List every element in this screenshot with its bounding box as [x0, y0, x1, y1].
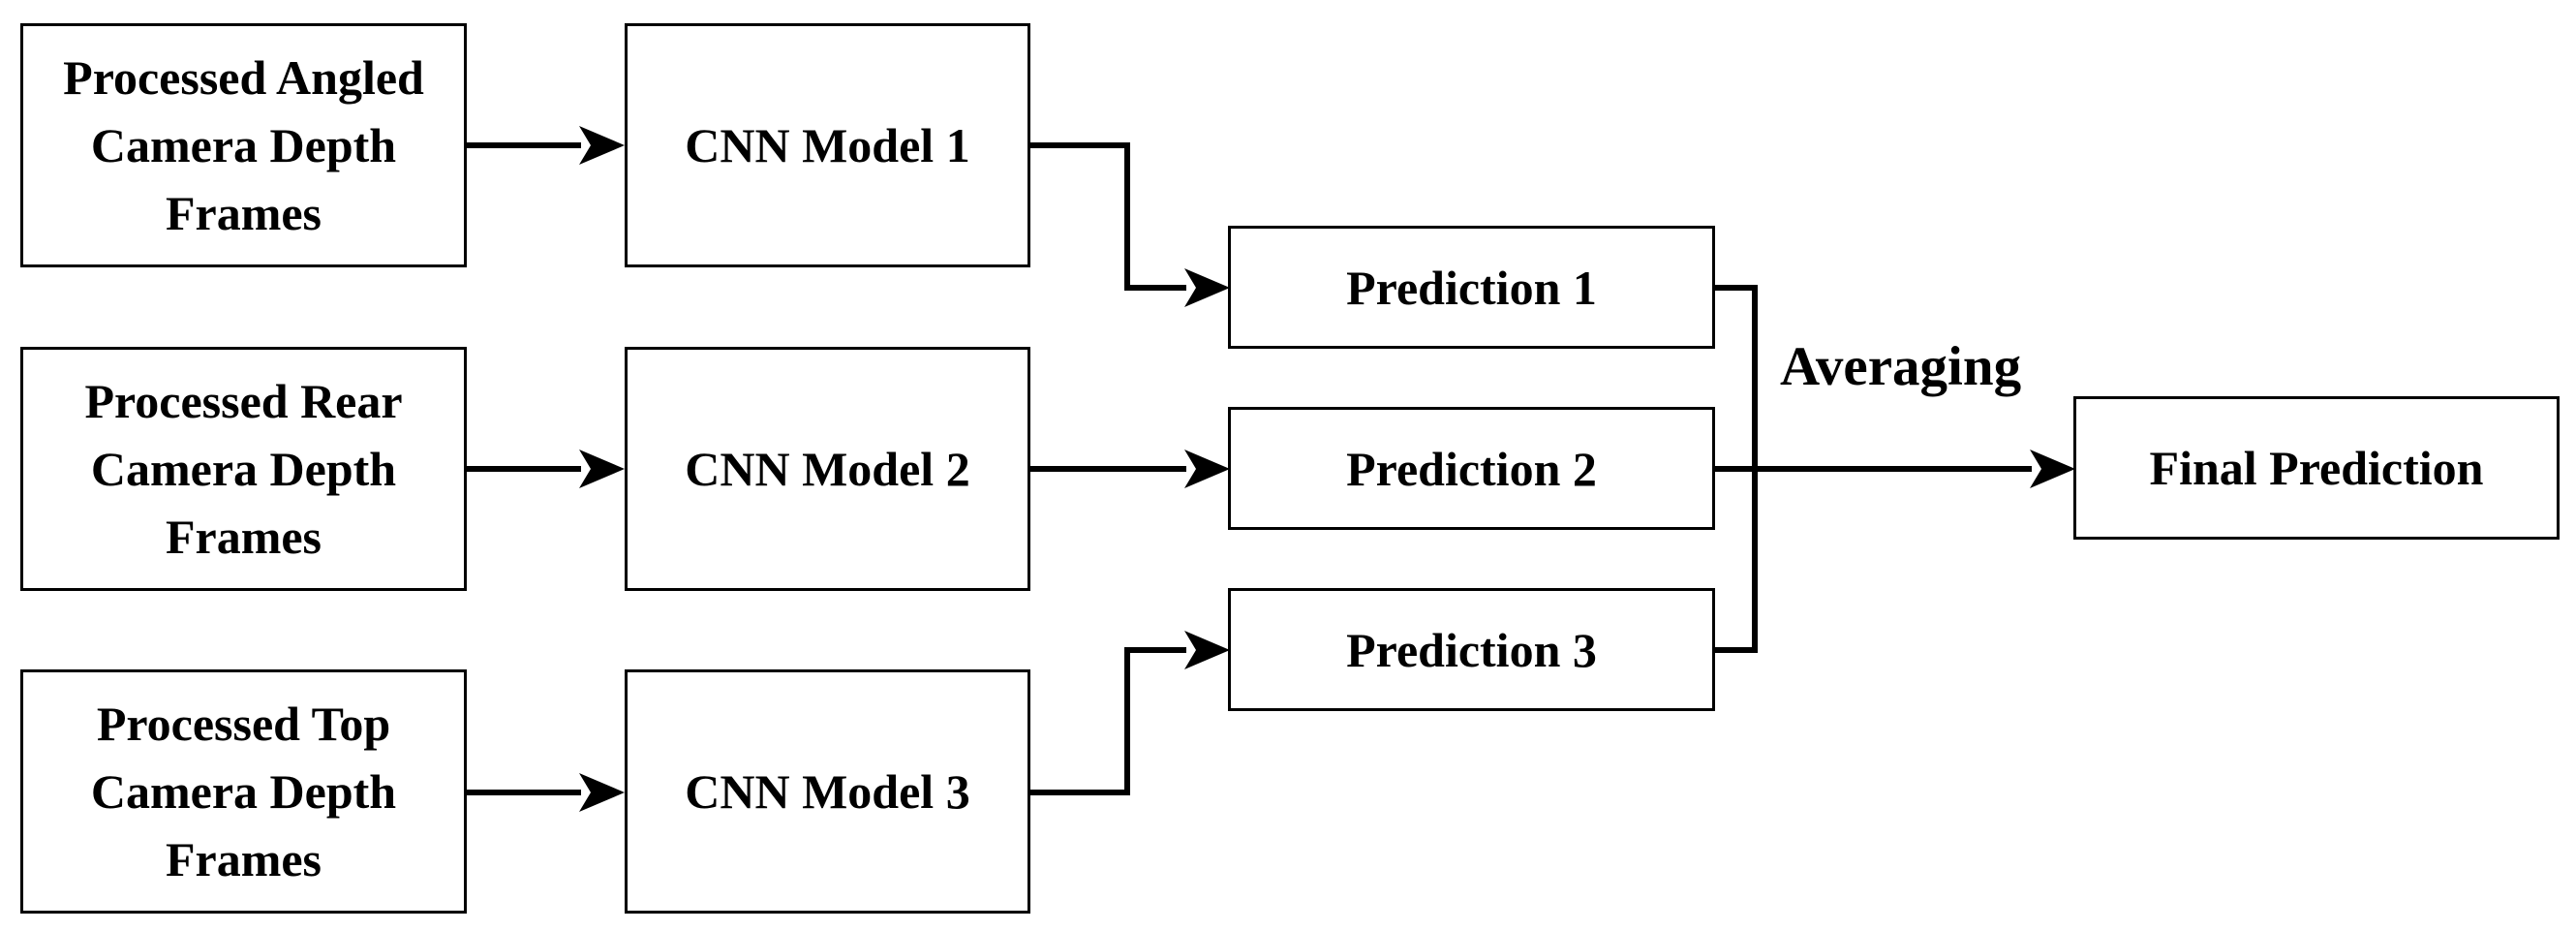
model-box-1: CNN Model 1 — [625, 23, 1030, 267]
averaging-label: Averaging — [1780, 336, 2022, 397]
arrow-input1-to-model1 — [465, 126, 625, 165]
prediction-box-3: Prediction 3 — [1228, 588, 1715, 711]
model-box-3-label: CNN Model 3 — [685, 764, 970, 819]
input-box-rear: Processed Rear Camera Depth Frames — [20, 347, 467, 591]
model-box-2: CNN Model 2 — [625, 347, 1030, 591]
input-box-top-label: Processed Top Camera Depth Frames — [90, 697, 397, 886]
model-box-3: CNN Model 3 — [625, 669, 1030, 914]
input-box-angled-label: Processed Angled Camera Depth Frames — [63, 50, 424, 240]
model-box-2-label: CNN Model 2 — [685, 442, 970, 496]
input-box-angled: Processed Angled Camera Depth Frames — [20, 23, 467, 267]
arrow-input3-to-model3 — [465, 773, 625, 812]
arrow-input2-to-model2 — [465, 450, 625, 488]
input-box-top: Processed Top Camera Depth Frames — [20, 669, 467, 914]
input-box-rear-label: Processed Rear Camera Depth Frames — [84, 374, 403, 564]
arrow-model2-to-prediction2 — [1029, 450, 1230, 488]
arrow-model1-to-prediction1 — [1029, 142, 1230, 307]
prediction-box-2-label: Prediction 2 — [1346, 441, 1597, 496]
arrow-model3-to-prediction3 — [1029, 631, 1230, 795]
prediction-box-1: Prediction 1 — [1228, 226, 1715, 349]
prediction-box-1-label: Prediction 1 — [1346, 260, 1597, 315]
final-prediction-box: Final Prediction — [2073, 396, 2560, 540]
prediction-box-3-label: Prediction 3 — [1346, 622, 1597, 677]
arrow-averaging-to-final — [1714, 450, 2075, 488]
final-prediction-label: Final Prediction — [2149, 441, 2484, 495]
model-box-1-label: CNN Model 1 — [685, 118, 970, 172]
prediction-box-2: Prediction 2 — [1228, 407, 1715, 530]
